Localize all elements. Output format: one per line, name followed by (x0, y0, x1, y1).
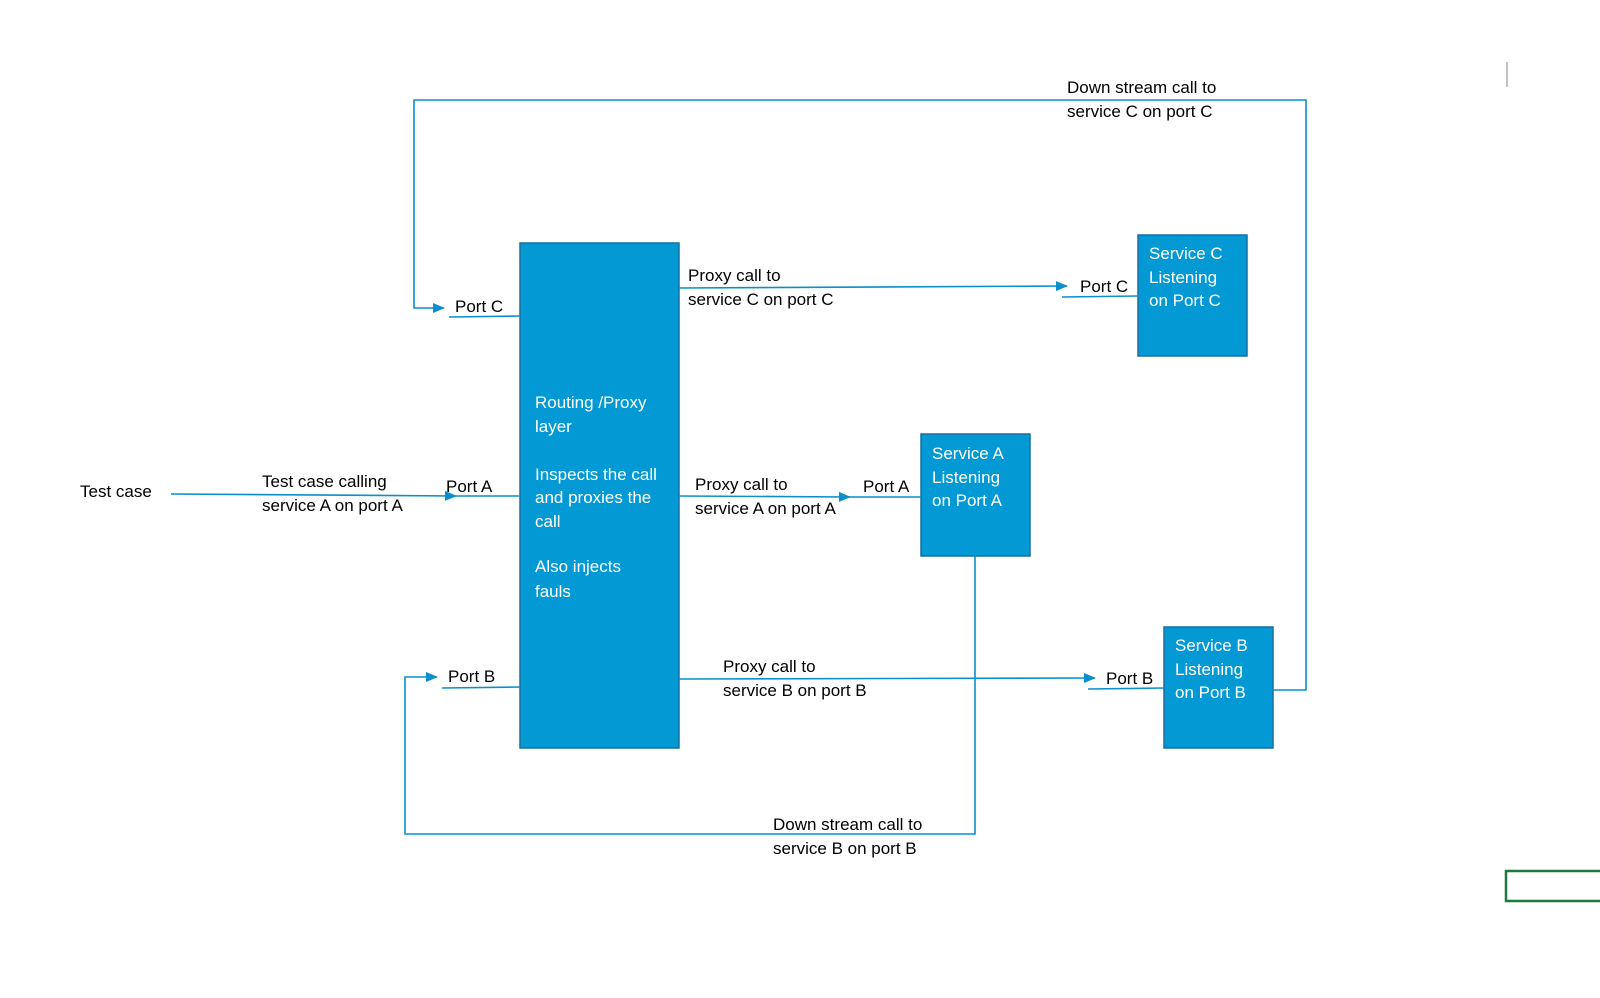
service-b-text: Service B Listening on Port B (1175, 636, 1252, 702)
proxy-to-b-connector (678, 673, 1096, 684)
service-a-port-label: Port A (863, 477, 910, 496)
test-call-label: Test case calling service A on port A (262, 472, 403, 515)
service-c-port-label: Port C (1080, 277, 1128, 296)
downstream-c-label: Down stream call to service C on port C (1067, 78, 1221, 121)
test-call-connector (170, 490, 457, 501)
service-c-text: Service C Listening on Port C (1149, 244, 1227, 310)
proxy-port-a-label: Port A (446, 477, 493, 496)
service-c-box[interactable] (1137, 234, 1248, 357)
corner-marker (1504, 869, 1600, 903)
service-b-box[interactable] (1163, 626, 1274, 749)
service-c-port-tick (1061, 295, 1139, 298)
proxy-to-c-connector (678, 281, 1068, 292)
proxy-to-a-connector (678, 491, 851, 502)
service-a-text: Service A Listening on Port A (932, 444, 1008, 510)
service-a-box[interactable] (920, 433, 1031, 557)
proxy-to-b-label: Proxy call to service B on port B (723, 657, 867, 700)
downstream-c-connector (413, 99, 1307, 691)
proxy-port-c-label: Port C (455, 297, 503, 316)
downstream-b-label: Down stream call to service B on port B (773, 815, 927, 858)
proxy-layer-box[interactable] (519, 242, 680, 749)
service-b-port-tick (1087, 687, 1165, 690)
proxy-layer-text: Routing /Proxy layer Inspects the call a… (535, 393, 662, 601)
downstream-b-connector (404, 556, 976, 835)
proxy-to-c-label: Proxy call to service C on port C (688, 266, 834, 309)
proxy-port-b-tick (441, 686, 521, 689)
service-b-port-label: Port B (1106, 669, 1153, 688)
test-case-label: Test case (80, 482, 152, 501)
proxy-port-c-tick (448, 315, 521, 318)
proxy-port-b-label: Port B (448, 667, 495, 686)
proxy-to-a-label: Proxy call to service A on port A (695, 475, 836, 518)
